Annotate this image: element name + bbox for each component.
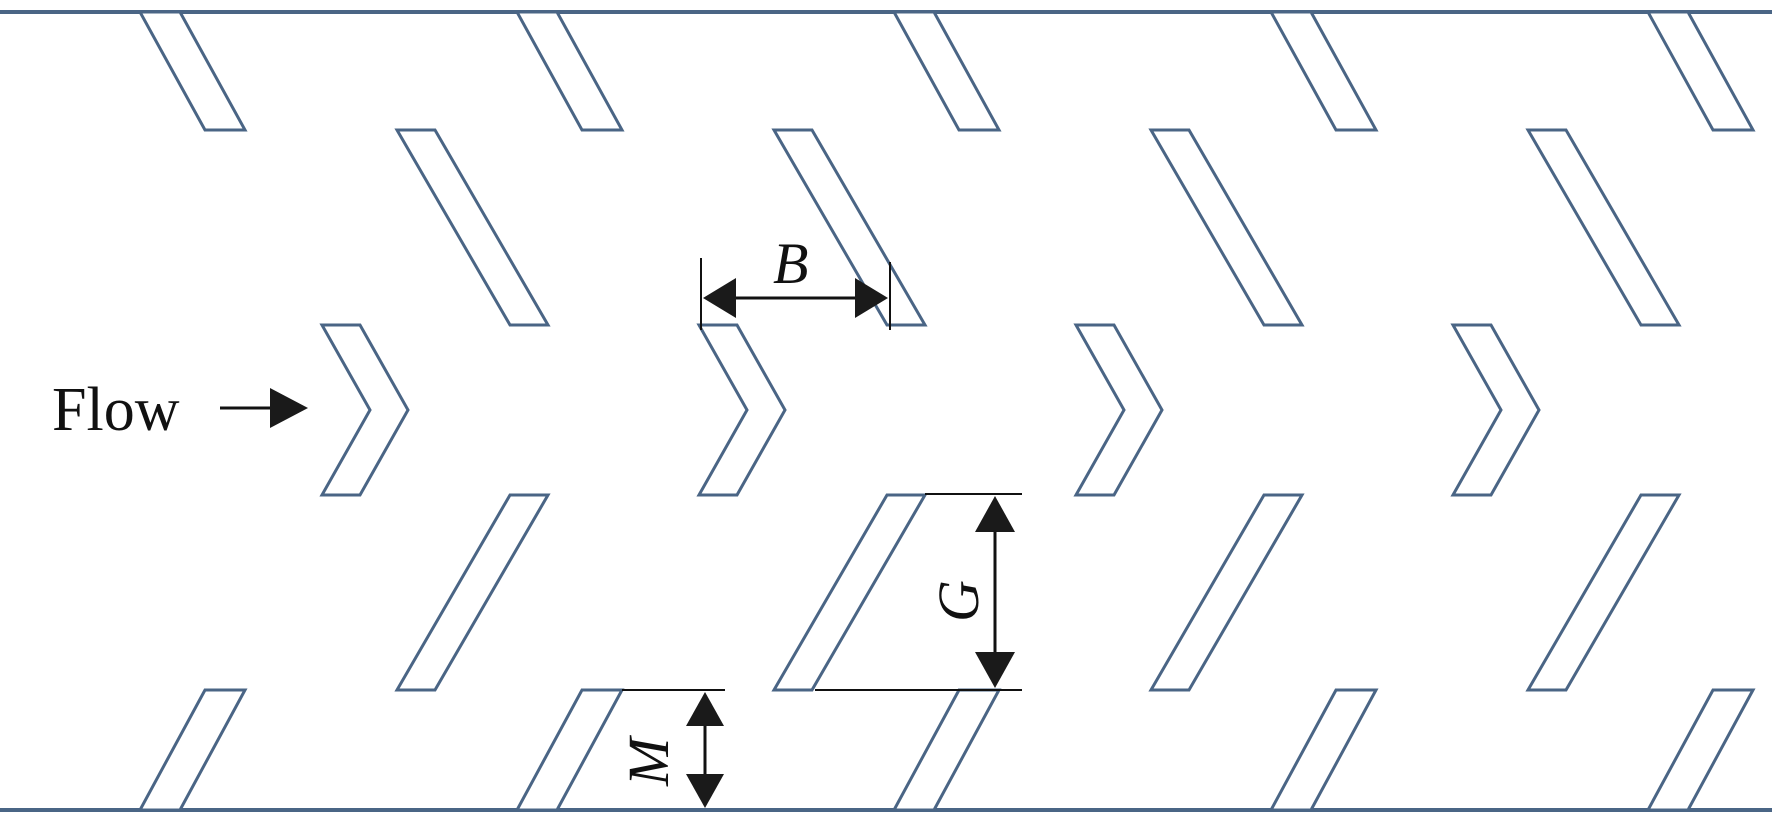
dimension-b: B xyxy=(700,231,891,330)
dimension-g-bottom-arrow-icon xyxy=(975,652,1015,688)
dimension-b-right-arrow-icon xyxy=(855,278,888,318)
dimension-b-left-arrow-icon xyxy=(703,278,736,318)
dimension-g: G xyxy=(815,493,1022,691)
fin-upper-long xyxy=(1148,128,1305,327)
fin-top-short xyxy=(1645,10,1756,132)
fin-upper-long xyxy=(394,128,551,327)
dimension-g-top-arrow-icon xyxy=(975,496,1015,532)
fin-top-short xyxy=(514,10,625,132)
fin-lower-long xyxy=(1148,493,1305,692)
fin-bottom-short xyxy=(1268,688,1379,812)
fin-bottom-short xyxy=(137,688,248,812)
dimension-b-label: B xyxy=(773,231,808,296)
fin-lower-long xyxy=(1525,493,1682,692)
fin-lower-long xyxy=(394,493,551,692)
fin-bottom-short xyxy=(891,688,1002,812)
fin-top-short xyxy=(1268,10,1379,132)
dimension-m: M xyxy=(616,689,725,808)
dimension-m-bottom-arrow-icon xyxy=(686,774,724,808)
fin-lower-long xyxy=(771,493,928,692)
fin-chevron xyxy=(696,323,787,497)
fin-chevron xyxy=(1450,323,1541,497)
dimension-m-label: M xyxy=(616,735,681,787)
fin-bottom-short xyxy=(514,688,625,812)
dimension-m-top-arrow-icon xyxy=(686,692,724,726)
fin-chevron xyxy=(1073,323,1164,497)
fin-upper-long xyxy=(771,128,928,327)
flow-arrow-icon xyxy=(220,388,308,428)
fin-bottom-short xyxy=(1645,688,1756,812)
dimension-g-label: G xyxy=(926,580,991,622)
flow-label: Flow xyxy=(52,376,180,444)
fin-top-short xyxy=(891,10,1002,132)
fin-top-short xyxy=(137,10,248,132)
fin-upper-long xyxy=(1525,128,1682,327)
fin-array xyxy=(137,10,1756,812)
fin-chevron xyxy=(319,323,410,497)
